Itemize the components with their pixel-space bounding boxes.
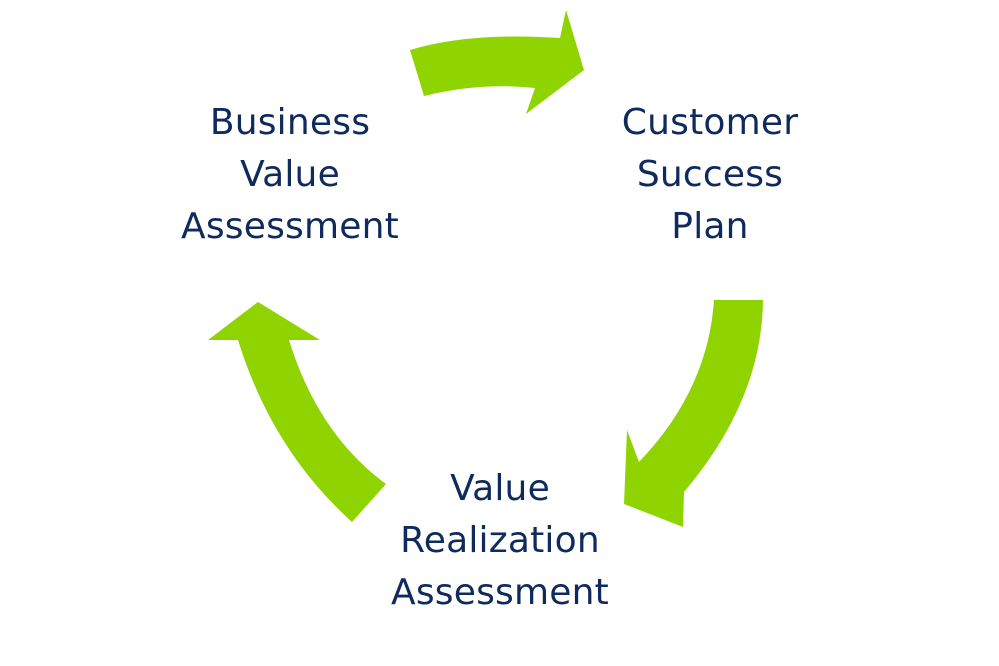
stage-value-realization-assessment: Value Realization Assessment: [360, 463, 640, 619]
arrow-vra-to-bva: [208, 302, 386, 522]
stage-label-line: Business: [209, 102, 371, 143]
stage-label-line: Assessment: [181, 206, 399, 247]
stage-label-line: Customer: [621, 102, 799, 143]
stage-label-line: Assessment: [391, 572, 609, 613]
stage-customer-success-plan: Customer Success Plan: [570, 97, 850, 253]
stage-label-line: Success: [636, 154, 784, 195]
arrow-bva-to-csp: [410, 10, 584, 114]
stage-label-line: Realization: [400, 520, 600, 561]
stage-label-line: Plan: [671, 206, 749, 247]
stage-business-value-assessment: Business Value Assessment: [150, 97, 430, 253]
stage-label-line: Value: [240, 154, 340, 195]
stage-label-line: Value: [450, 468, 550, 509]
arrow-csp-to-vra: [624, 300, 763, 527]
